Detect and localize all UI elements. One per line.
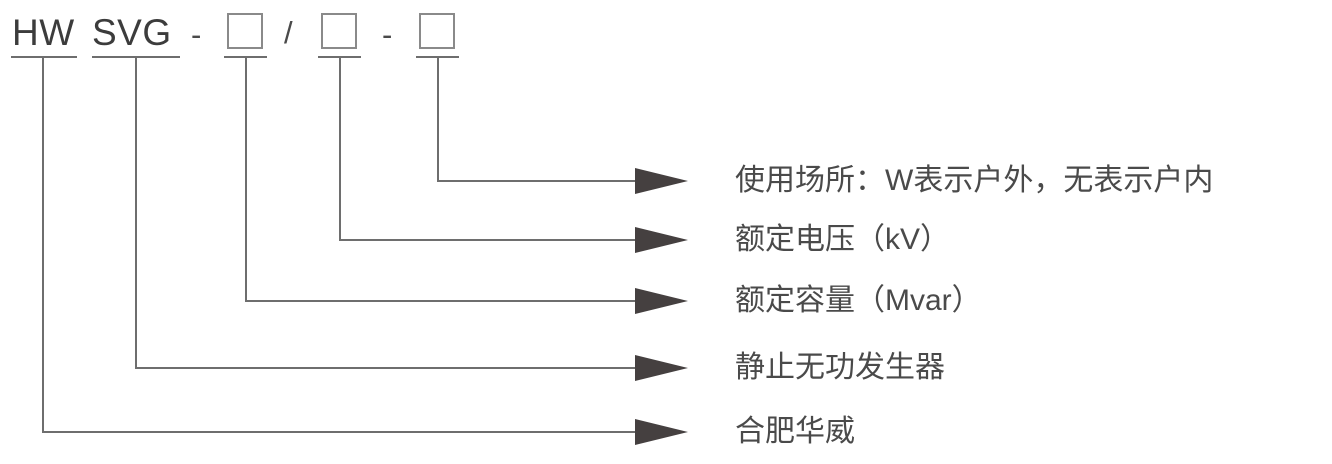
callout-label-manufacturer: 合肥华威 (735, 415, 855, 448)
callout-label-usage-location: 使用场所：W表示户外，无表示户内 (735, 164, 1214, 197)
leader-manufacturer (42, 56, 640, 433)
brand-code-text: HW (12, 12, 75, 53)
arrowhead-group (635, 168, 688, 445)
voltage-placeholder-box (321, 13, 357, 49)
dash-separator-1: - (191, 17, 202, 52)
dash-separator-2: - (382, 17, 393, 52)
callout-label-rated-capacity: 额定容量（Mvar） (735, 284, 982, 317)
leader-rated-capacity (245, 56, 640, 302)
leader-usage-location (437, 56, 640, 182)
slash-separator: / (284, 15, 293, 50)
arrowhead-usage-location (635, 168, 688, 194)
leader-product-type (135, 56, 640, 369)
location-placeholder-box (419, 13, 455, 49)
capacity-placeholder-box (227, 13, 263, 49)
product-code-text: SVG (92, 12, 172, 53)
callout-label-product-type: 静止无功发生器 (735, 351, 945, 384)
arrowhead-rated-voltage (635, 227, 688, 253)
leader-rated-voltage (339, 56, 640, 241)
arrowhead-rated-capacity (635, 288, 688, 314)
arrowhead-product-type (635, 355, 688, 381)
arrowhead-manufacturer (635, 419, 688, 445)
callout-label-rated-voltage: 额定电压（kV） (735, 223, 951, 256)
